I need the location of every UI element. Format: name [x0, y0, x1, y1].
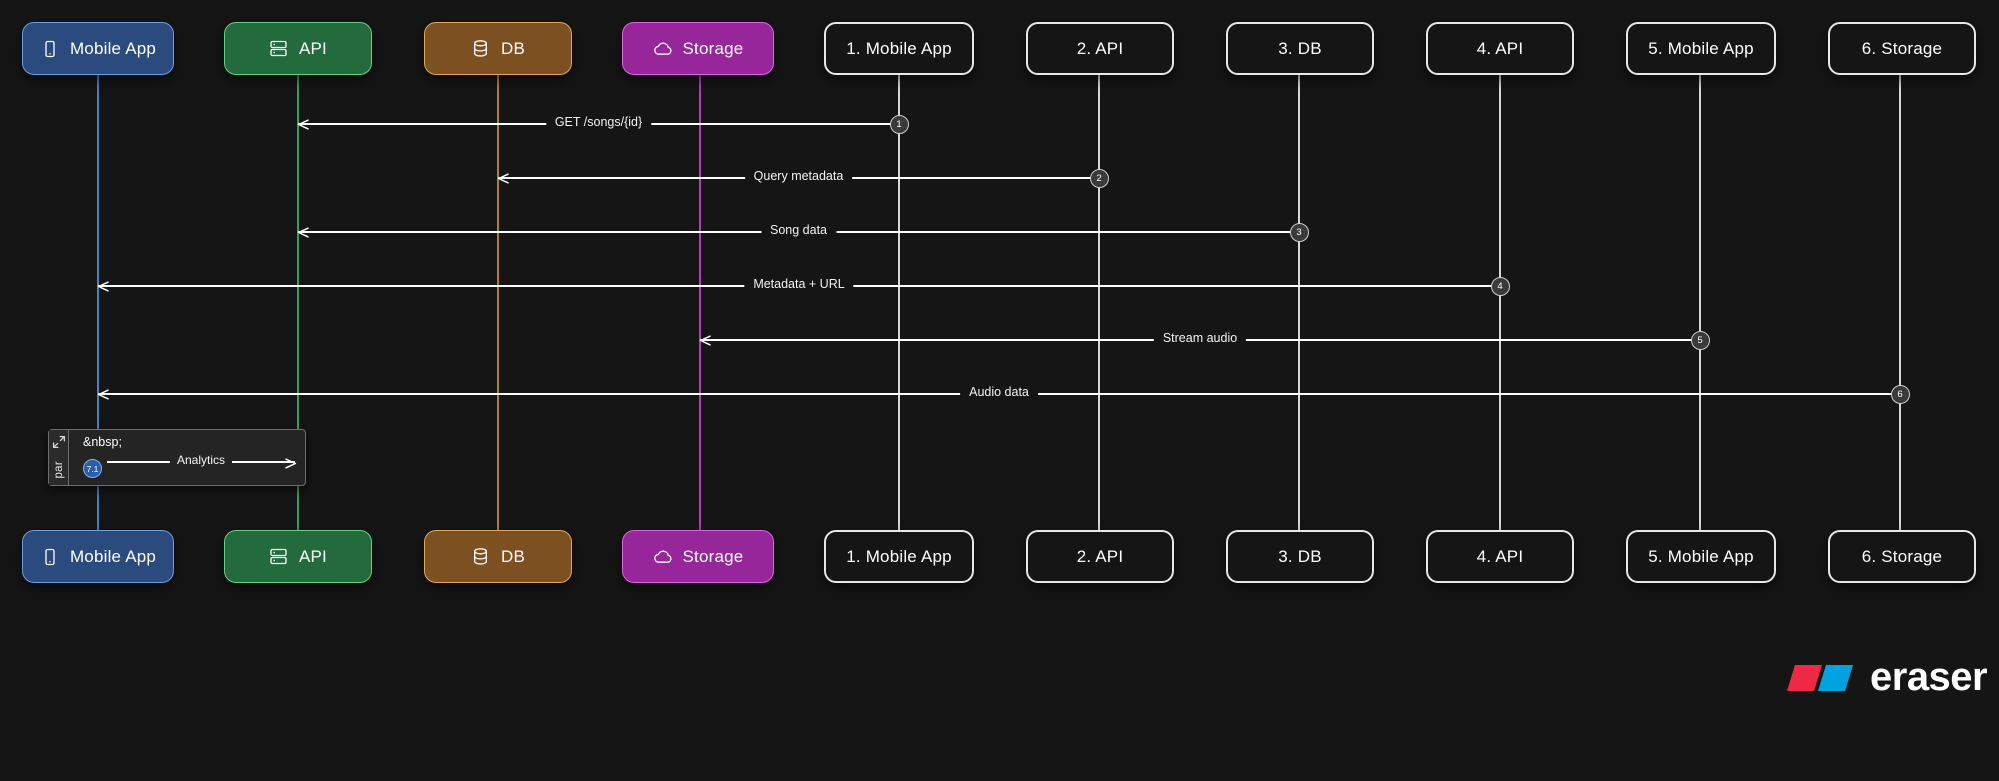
participant-step-1-mobile-app-top[interactable]: 1. Mobile App — [824, 22, 974, 75]
participant-mobile-app-top[interactable]: Mobile App — [22, 22, 174, 75]
participant-label: 3. DB — [1278, 38, 1322, 58]
participant-label: 5. Mobile App — [1648, 546, 1754, 566]
cloud-icon — [653, 547, 673, 567]
participant-label: API — [298, 546, 327, 566]
par-fragment-body: &nbsp; 7.1 Analytics — [69, 430, 305, 485]
smartphone-icon — [40, 547, 60, 567]
par-fragment-tab[interactable]: par — [49, 430, 69, 485]
participant-label: Mobile App — [69, 546, 157, 566]
participant-label: 4. API — [1476, 546, 1524, 566]
smartphone-icon — [40, 39, 60, 59]
lifeline-step-5-mobile-app — [1699, 75, 1701, 530]
par-fragment[interactable]: par &nbsp; 7.1 Analytics — [48, 429, 306, 486]
sequence-number-badge[interactable]: 1 — [889, 114, 909, 134]
participant-db-bottom[interactable]: DB — [424, 530, 572, 583]
participant-step-2-api-top[interactable]: 2. API — [1026, 22, 1174, 75]
message-4[interactable]: Metadata + URL — [97, 275, 1500, 294]
participant-label: Storage — [682, 38, 744, 58]
message-2[interactable]: Query metadata — [497, 167, 1099, 186]
expand-icon[interactable] — [52, 435, 66, 449]
message-6[interactable]: Audio data — [97, 383, 1900, 402]
fragment-message: Analytics — [107, 451, 297, 470]
participant-db-top[interactable]: DB — [424, 22, 572, 75]
lifeline-step-4-api — [1499, 75, 1501, 530]
sequence-number-badge[interactable]: 3 — [1289, 222, 1309, 242]
message-label: Metadata + URL — [744, 275, 854, 294]
fragment-message-label: Analytics — [169, 451, 233, 470]
participant-step-4-api-bottom[interactable]: 4. API — [1426, 530, 1574, 583]
participant-step-3-db-bottom[interactable]: 3. DB — [1226, 530, 1374, 583]
eraser-logo-mark-icon — [1786, 663, 1858, 693]
participant-label: 4. API — [1476, 38, 1524, 58]
participant-label: 6. Storage — [1861, 38, 1943, 58]
participant-step-5-mobile-app-bottom[interactable]: 5. Mobile App — [1626, 530, 1776, 583]
participant-step-2-api-bottom[interactable]: 2. API — [1026, 530, 1174, 583]
participant-label: 5. Mobile App — [1648, 38, 1754, 58]
participant-label: Mobile App — [69, 38, 157, 58]
par-fragment-title: &nbsp; — [83, 435, 122, 449]
lifeline-step-6-storage — [1899, 75, 1901, 530]
participant-step-6-storage-bottom[interactable]: 6. Storage — [1828, 530, 1976, 583]
sequence-number-badge[interactable]: 7.1 — [83, 459, 102, 478]
participant-mobile-app-bottom[interactable]: Mobile App — [22, 530, 174, 583]
participant-step-4-api-top[interactable]: 4. API — [1426, 22, 1574, 75]
participant-api-top[interactable]: API — [224, 22, 372, 75]
sequence-number-badge[interactable]: 6 — [1890, 384, 1910, 404]
participant-label: API — [298, 38, 327, 58]
sequence-number-badge[interactable]: 5 — [1690, 330, 1710, 350]
server-icon — [269, 39, 289, 59]
participant-label: DB — [500, 546, 526, 566]
par-fragment-label: par — [52, 461, 65, 479]
database-icon — [471, 39, 491, 59]
arrow-head-right-icon — [285, 456, 297, 474]
participant-storage-bottom[interactable]: Storage — [622, 530, 774, 583]
participant-step-1-mobile-app-bottom[interactable]: 1. Mobile App — [824, 530, 974, 583]
message-label: Stream audio — [1153, 329, 1247, 348]
message-1[interactable]: GET /songs/{id} — [297, 113, 899, 132]
participant-label: 2. API — [1076, 546, 1124, 566]
message-5[interactable]: Stream audio — [699, 329, 1700, 348]
lifeline-mobile-app — [97, 75, 99, 530]
participant-label: 3. DB — [1278, 546, 1322, 566]
participant-storage-top[interactable]: Storage — [622, 22, 774, 75]
message-3[interactable]: Song data — [297, 221, 1299, 240]
participant-step-3-db-top[interactable]: 3. DB — [1226, 22, 1374, 75]
lifeline-step-2-api — [1098, 75, 1100, 530]
lifeline-db — [497, 75, 499, 530]
sequence-number-badge[interactable]: 2 — [1089, 168, 1109, 188]
message-label: Audio data — [960, 383, 1038, 402]
server-icon — [269, 547, 289, 567]
message-label: GET /songs/{id} — [545, 113, 652, 132]
message-label: Song data — [761, 221, 836, 240]
lifeline-api — [297, 75, 299, 530]
participant-label: 2. API — [1076, 38, 1124, 58]
lifeline-step-1-mobile-app — [898, 75, 900, 530]
lifeline-storage — [699, 75, 701, 530]
eraser-logo: eraser — [1786, 655, 1988, 700]
cloud-icon — [653, 39, 673, 59]
participant-step-6-storage-top[interactable]: 6. Storage — [1828, 22, 1976, 75]
sequence-number-badge[interactable]: 4 — [1490, 276, 1510, 296]
participant-step-5-mobile-app-top[interactable]: 5. Mobile App — [1626, 22, 1776, 75]
database-icon — [471, 547, 491, 567]
message-label: Query metadata — [744, 167, 853, 186]
participant-label: 1. Mobile App — [846, 38, 952, 58]
participant-label: DB — [500, 38, 526, 58]
participant-label: 1. Mobile App — [846, 546, 952, 566]
eraser-logo-text: eraser — [1870, 655, 1988, 699]
participant-label: 6. Storage — [1861, 546, 1943, 566]
lifeline-step-3-db — [1298, 75, 1300, 530]
participant-api-bottom[interactable]: API — [224, 530, 372, 583]
participant-label: Storage — [682, 546, 744, 566]
